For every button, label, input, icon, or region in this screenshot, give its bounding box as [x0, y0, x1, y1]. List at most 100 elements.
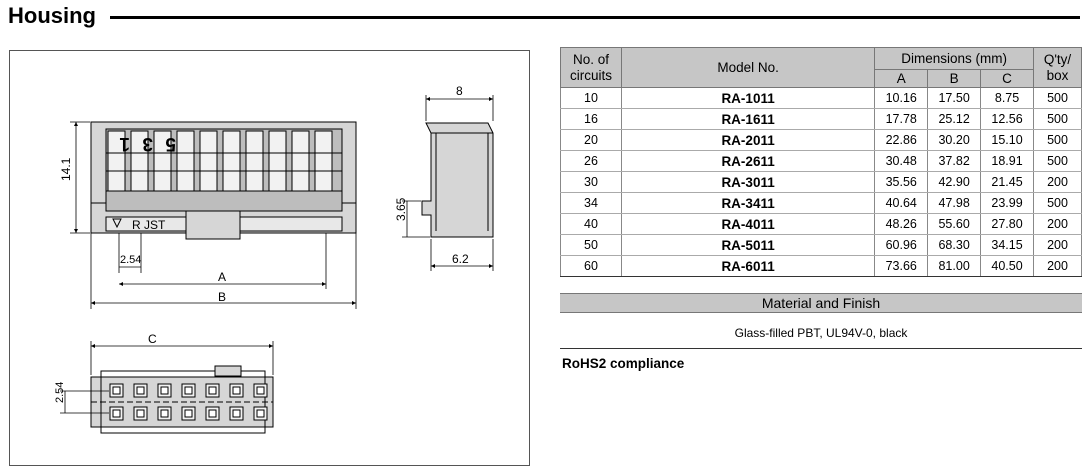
cell-a: 17.78: [874, 108, 929, 130]
cell-c: 21.45: [980, 171, 1035, 193]
cell-model: RA-1611: [620, 108, 876, 130]
cell-model: RA-2011: [620, 129, 876, 151]
cell-c: 8.75: [980, 87, 1035, 109]
cell-b: 37.82: [927, 150, 982, 172]
dim-14-1-lines: [70, 121, 90, 234]
dim-8-label: 8: [456, 84, 463, 98]
cell-b: 47.98: [927, 192, 982, 214]
cell-qty: 500: [1033, 150, 1082, 172]
title-rule: [110, 16, 1080, 19]
cell-qty: 500: [1033, 87, 1082, 109]
header-b: B: [927, 69, 982, 88]
cell-b: 17.50: [927, 87, 982, 109]
dim-6-2-lines: [430, 239, 494, 271]
cell-qty: 500: [1033, 129, 1082, 151]
dim-2-54-top-label: 2.54: [120, 254, 141, 266]
header-a: A: [874, 69, 929, 88]
cell-model: RA-6011: [620, 255, 876, 277]
cell-qty: 200: [1033, 213, 1082, 235]
cell-model: RA-5011: [620, 234, 876, 256]
cell-qty: 200: [1033, 255, 1082, 277]
dim-2-54-bottom-label: 2.54: [54, 382, 66, 403]
dim-14-1-label: 14.1: [59, 157, 73, 181]
cell-a: 73.66: [874, 255, 929, 277]
cell-qty: 200: [1033, 171, 1082, 193]
cell-circuits: 60: [560, 255, 622, 277]
dim-2-54-top-lines: [118, 233, 142, 273]
page-title: Housing: [8, 3, 96, 28]
dim-b-label: B: [218, 290, 226, 304]
header-circuits: No. of circuits: [560, 47, 622, 88]
material-text: Glass-filled PBT, UL94V-0, black: [734, 326, 908, 340]
cell-a: 35.56: [874, 171, 929, 193]
cell-c: 23.99: [980, 192, 1035, 214]
dim-3-65-lines: [402, 200, 430, 238]
circuit-number-1: 1: [119, 133, 130, 154]
cell-b: 30.20: [927, 129, 982, 151]
cell-a: 10.16: [874, 87, 929, 109]
cell-circuits: 16: [560, 108, 622, 130]
cell-model: RA-3011: [620, 171, 876, 193]
front-view: [90, 121, 357, 240]
cell-b: 42.90: [927, 171, 982, 193]
cell-b: 68.30: [927, 234, 982, 256]
cell-qty: 500: [1033, 108, 1082, 130]
rohs-compliance: RoHS2 compliance: [562, 356, 685, 371]
cell-qty: 200: [1033, 234, 1082, 256]
header-c: C: [980, 69, 1035, 88]
dim-3-65-label: 3.65: [394, 197, 408, 221]
cell-c: 12.56: [980, 108, 1035, 130]
dim-a-label: A: [218, 270, 226, 284]
cell-c: 15.10: [980, 129, 1035, 151]
cell-model: RA-3411: [620, 192, 876, 214]
cell-b: 81.00: [927, 255, 982, 277]
cell-model: RA-2611: [620, 150, 876, 172]
cell-circuits: 40: [560, 213, 622, 235]
cell-circuits: 50: [560, 234, 622, 256]
material-header: Material and Finish: [560, 293, 1082, 313]
cell-circuits: 26: [560, 150, 622, 172]
cell-a: 48.26: [874, 213, 929, 235]
cell-a: 40.64: [874, 192, 929, 214]
dim-a-lines: [119, 233, 327, 289]
dim-b-lines: [90, 233, 357, 309]
cell-circuits: 20: [560, 129, 622, 151]
cell-b: 25.12: [927, 108, 982, 130]
cell-b: 55.60: [927, 213, 982, 235]
bottom-view: [90, 365, 274, 434]
circuit-number-3: 3: [142, 133, 153, 154]
jst-marking: R JST: [132, 218, 166, 232]
cell-model: RA-1011: [620, 87, 876, 109]
header-model: Model No.: [620, 47, 876, 88]
spec-table: No. of circuits Model No. Dimensions (mm…: [560, 47, 1082, 277]
dim-c-label: C: [148, 332, 157, 346]
dim-c-lines: [90, 341, 274, 375]
header-qty: Q'ty/ box: [1033, 47, 1082, 88]
housing-drawing: 1 3 5 R JST 14.1 2.54 A B: [9, 50, 530, 466]
cell-circuits: 30: [560, 171, 622, 193]
drawing-svg: 1 3 5 R JST 14.1 2.54 A B: [54, 84, 494, 434]
cell-c: 34.15: [980, 234, 1035, 256]
cell-a: 22.86: [874, 129, 929, 151]
dim-8-lines: [425, 95, 494, 121]
header-dimensions: Dimensions (mm): [874, 47, 1035, 70]
cell-c: 27.80: [980, 213, 1035, 235]
cell-c: 18.91: [980, 150, 1035, 172]
circuit-number-5: 5: [165, 133, 176, 154]
cell-a: 30.48: [874, 150, 929, 172]
cell-circuits: 34: [560, 192, 622, 214]
dim-6-2-label: 6.2: [452, 252, 469, 266]
cell-c: 40.50: [980, 255, 1035, 277]
material-rule: [560, 348, 1082, 349]
cell-a: 60.96: [874, 234, 929, 256]
dim-2-54-bottom-lines: [60, 390, 109, 414]
